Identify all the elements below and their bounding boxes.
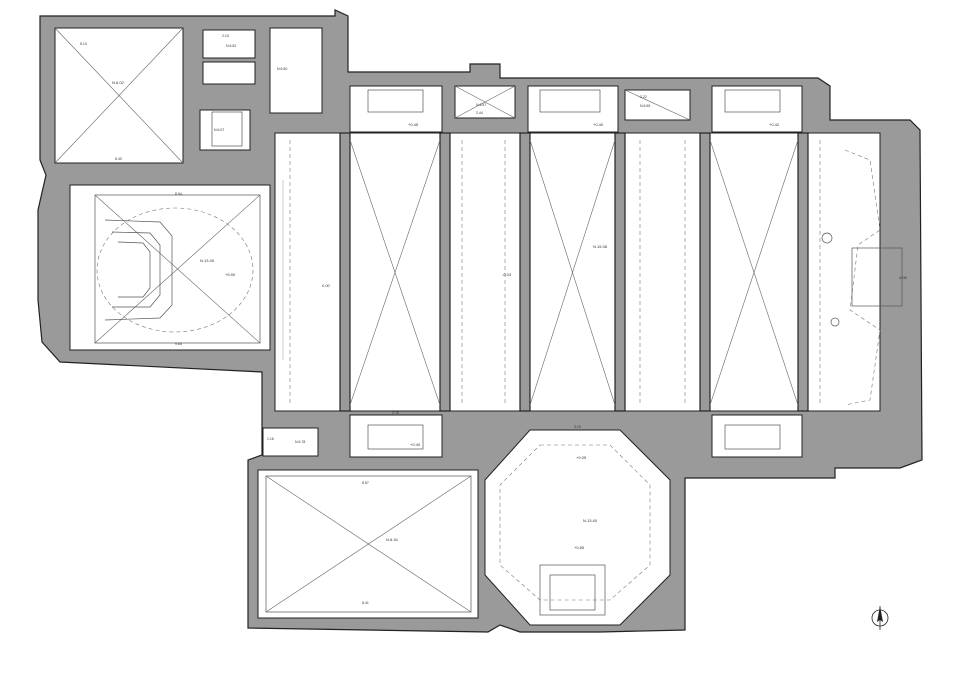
dim-apse-b: 9.65 <box>175 342 182 346</box>
room-label-small-a: N.6.52 <box>226 44 236 48</box>
small-room-d <box>199 109 251 151</box>
dim-apse-w: 8.94 <box>175 192 182 196</box>
room-label-south-small: N.6.78 <box>295 440 305 444</box>
level-nave-2: -0.03 <box>502 272 512 277</box>
dim-top-4: 2.44 <box>476 111 483 115</box>
dim-top-1: 5.10 <box>80 42 87 46</box>
small-room-a <box>202 29 256 59</box>
south-small-room <box>262 427 319 457</box>
level-niche-1: +0.45 <box>408 122 419 127</box>
room-label-small-c: N.6.07 <box>214 128 224 132</box>
octagon-room <box>484 429 671 626</box>
level-south-chapel: +0.40 <box>410 442 421 447</box>
room-label-nw: N.6.02 <box>112 80 125 85</box>
nave <box>274 132 881 412</box>
small-room-b <box>269 27 323 114</box>
dim-south-w: 8.57 <box>362 481 369 485</box>
level-east: 0.05 <box>899 275 908 280</box>
dim-niche-w: 2.75 <box>392 411 399 415</box>
room-label-top-right-small: N.6.55 <box>640 104 650 108</box>
room-label-south: N.6.34 <box>386 537 399 542</box>
level-niche-4: +0.42 <box>769 122 780 127</box>
level-nave-1: 0.00 <box>322 283 331 288</box>
west-apse-room <box>69 184 271 351</box>
room-label-west-apse: N.13.45 <box>200 258 215 263</box>
level-west-apse: +5.90 <box>225 272 236 277</box>
dim-south-b: 8.41 <box>362 601 369 605</box>
level-octagon-centre: +0.85 <box>574 545 585 550</box>
dim-nw-w: 6.40 <box>115 157 122 161</box>
room-label-octagon: N.13.40 <box>583 518 598 523</box>
room-label-top-small: N.6.57 <box>476 103 486 107</box>
level-niche-2: +0.40 <box>593 122 604 127</box>
dim-top-2: 2.15 <box>222 34 229 38</box>
dim-top-6: 2.22 <box>640 95 647 99</box>
small-room-c <box>202 61 256 85</box>
dim-small: 1.16 <box>267 437 274 441</box>
dim-oct-w: 3.15 <box>574 425 581 429</box>
room-label-small-b: N.6.50 <box>277 67 287 71</box>
north-arrow-icon <box>871 606 889 630</box>
level-octagon-top: +0.05 <box>576 455 587 460</box>
room-label-nave: N.15.38 <box>593 244 608 249</box>
